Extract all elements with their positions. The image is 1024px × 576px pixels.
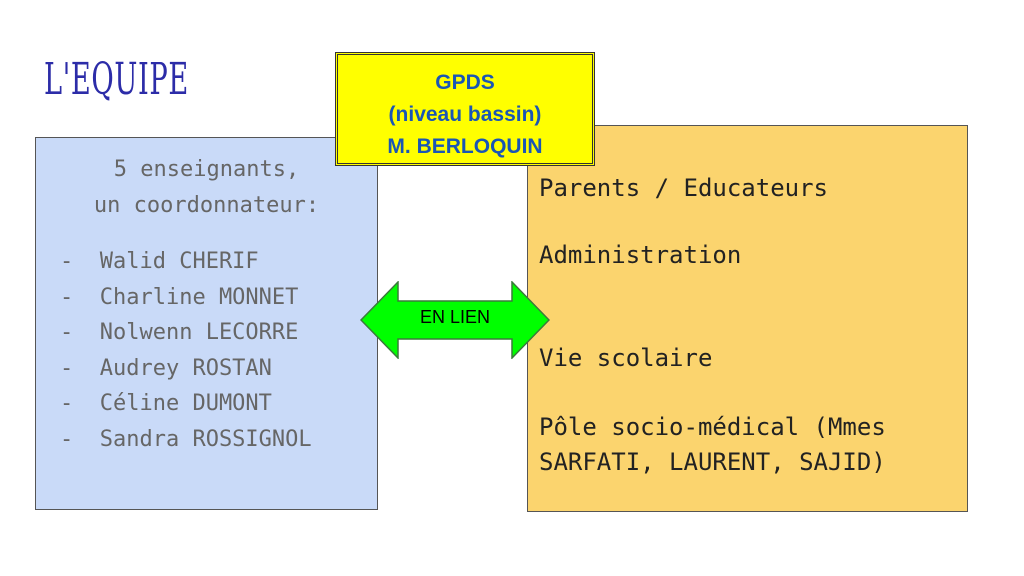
partner-pole-socio-medical: Pôle socio-médical (Mmes SARFATI, LAUREN… xyxy=(539,410,886,480)
team-member: - Walid CHERIF xyxy=(60,249,259,274)
partner-vie-scolaire: Vie scolaire xyxy=(539,344,713,372)
team-member: - Audrey ROSTAN xyxy=(60,355,272,381)
page-title: L'EQUIPE xyxy=(44,54,189,105)
team-member: - Sandra ROSSIGNOL xyxy=(60,426,312,452)
arrow-label: EN LIEN xyxy=(419,307,491,327)
gpds-line1: GPDS xyxy=(435,71,495,94)
team-member-list: - Walid CHERIF - Charline MONNET - Nolwe… xyxy=(36,244,377,457)
partner-administration: Administration xyxy=(539,241,742,269)
gpds-line3: M. BERLOQUIN xyxy=(387,135,543,158)
partner-parents: Parents / Educateurs xyxy=(539,174,828,202)
gpds-line2: (niveau bassin) xyxy=(388,103,542,126)
partner-pole-line2: SARFATI, LAURENT, SAJID) xyxy=(539,448,886,476)
team-member: - Charline MONNET xyxy=(60,284,299,310)
team-heading-line1: 5 enseignants, xyxy=(113,157,300,182)
team-member: - Céline DUMONT xyxy=(60,391,272,416)
team-heading: 5 enseignants, un coordonnateur: xyxy=(36,152,377,224)
team-heading-line2: un coordonnateur: xyxy=(93,193,320,218)
gpds-box: GPDS (niveau bassin) M. BERLOQUIN xyxy=(335,52,595,166)
team-member: - Nolwenn LECORRE xyxy=(60,320,299,345)
partners-box: Parents / Educateurs Administration Vie … xyxy=(527,125,968,512)
double-arrow-icon xyxy=(360,281,550,359)
partner-pole-line1: Pôle socio-médical (Mmes xyxy=(539,413,886,441)
team-box: 5 enseignants, un coordonnateur: - Walid… xyxy=(35,137,378,510)
